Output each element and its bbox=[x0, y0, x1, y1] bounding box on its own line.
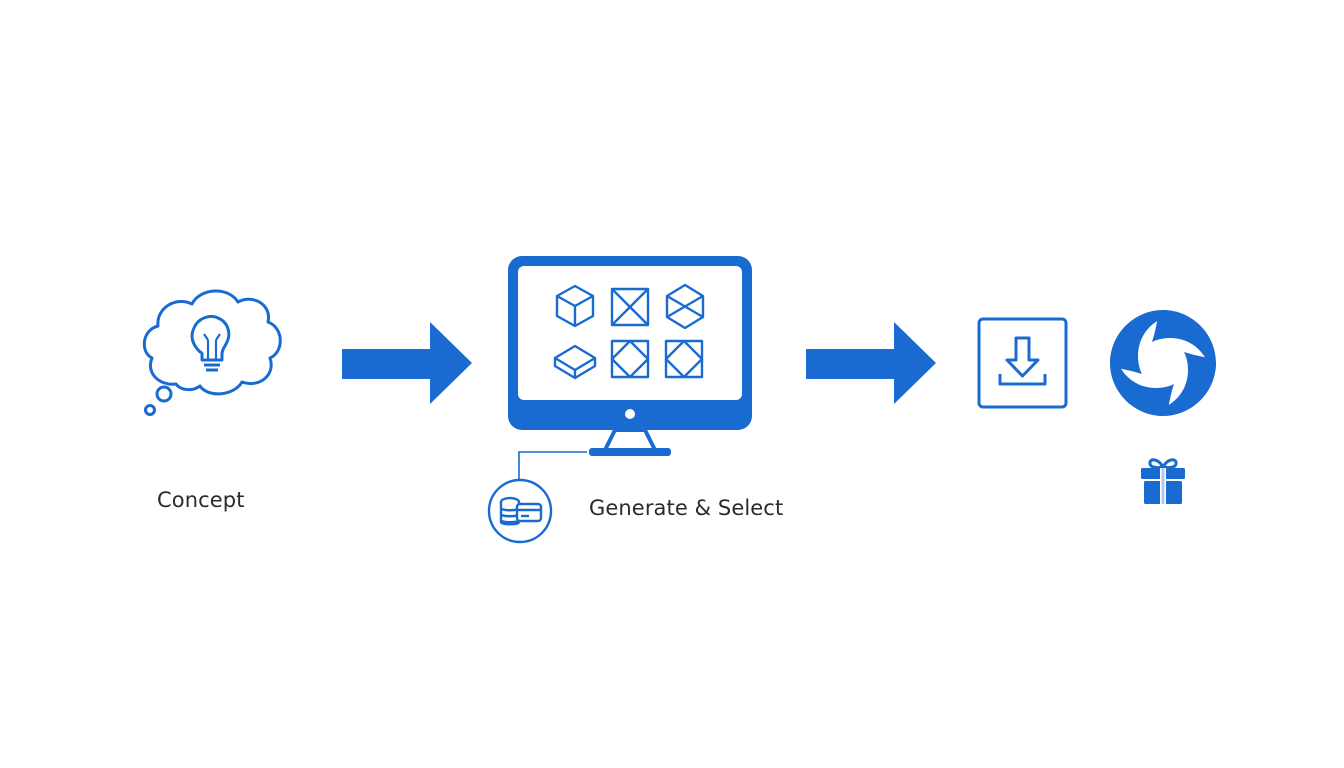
swirl-logo-icon bbox=[1110, 310, 1216, 416]
step-label-generate: Generate & Select bbox=[589, 496, 784, 520]
step-label-concept: Concept bbox=[157, 488, 245, 512]
arrow-right-icon-2 bbox=[806, 322, 936, 404]
download-icon bbox=[977, 317, 1068, 409]
coins-card-icon bbox=[487, 478, 553, 544]
connector-line bbox=[518, 451, 587, 484]
arrow-right-icon bbox=[342, 322, 472, 404]
thought-cloud-lightbulb-icon bbox=[142, 289, 282, 416]
monitor-3d-shapes-icon bbox=[508, 256, 752, 456]
gift-icon bbox=[1141, 458, 1185, 504]
